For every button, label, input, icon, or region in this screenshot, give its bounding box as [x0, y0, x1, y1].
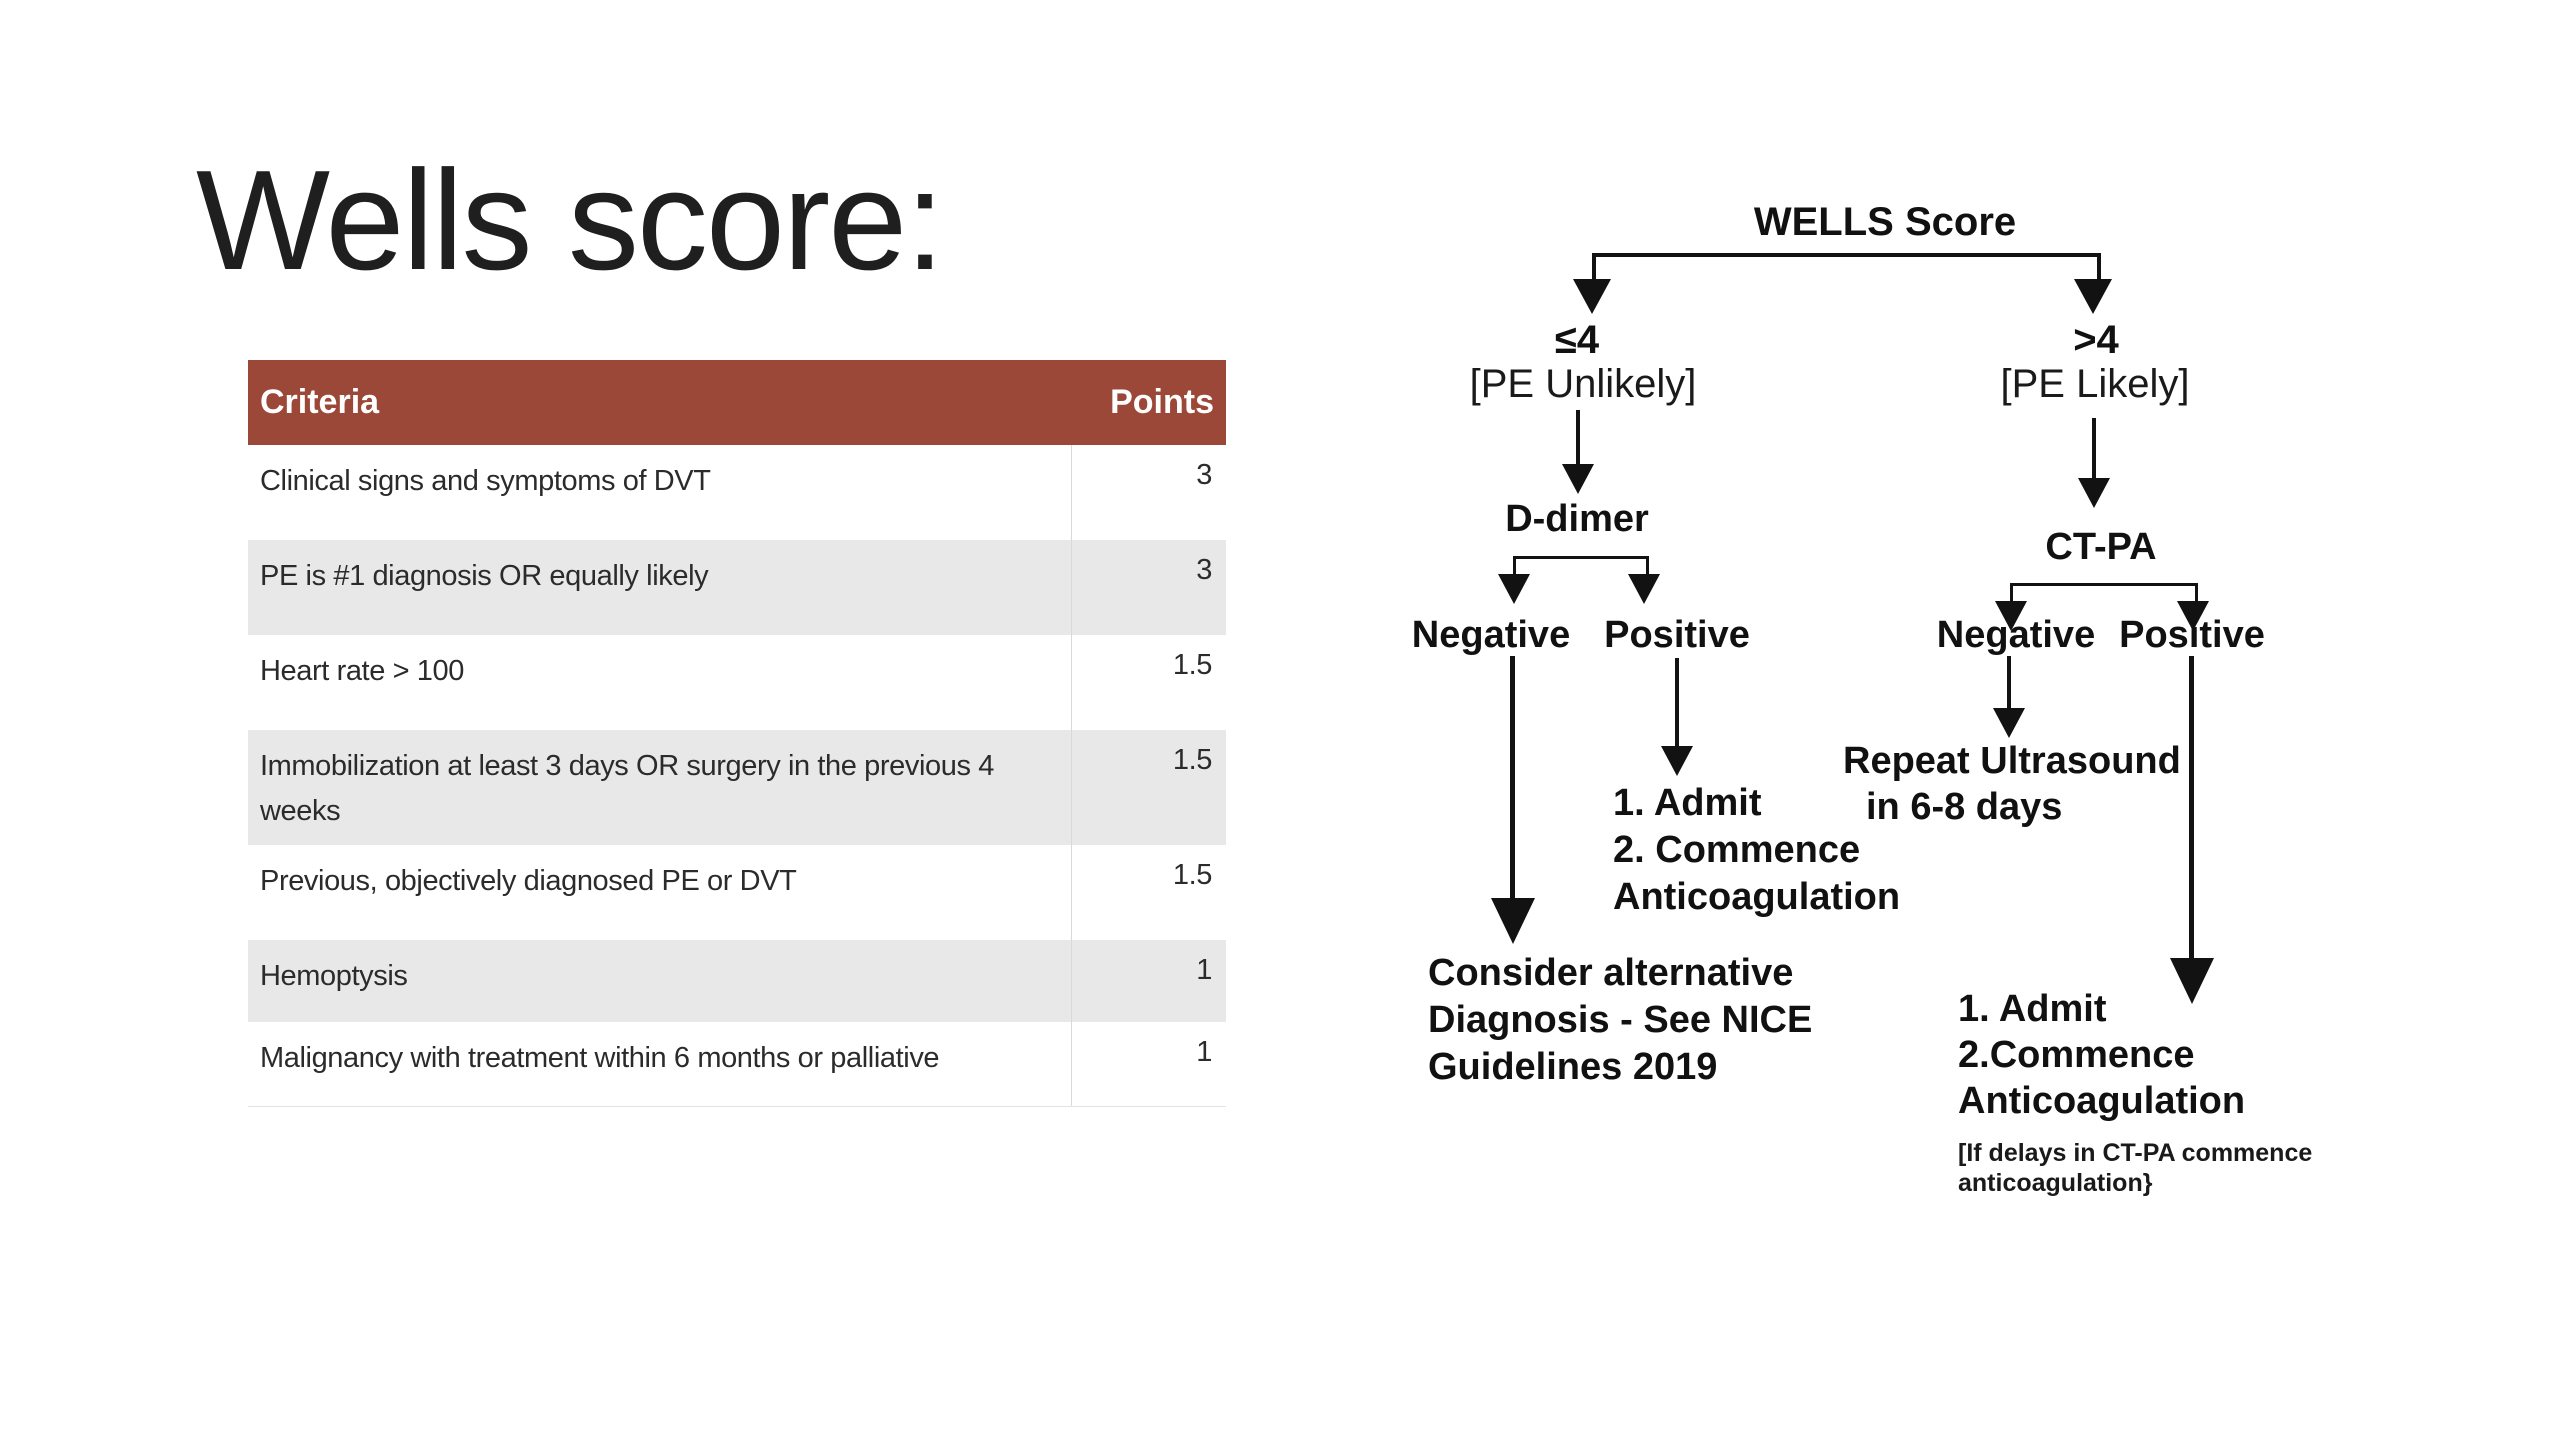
left-test-label: D-dimer	[1505, 498, 1649, 540]
left-score-label: ≤4	[1554, 318, 1600, 362]
outcome-line: 2.Commence	[1958, 1034, 2195, 1076]
criteria-cell: Heart rate > 100	[260, 655, 464, 687]
outcome-line: Guidelines 2019	[1428, 1046, 1718, 1088]
right-positive-label: Positive	[2119, 614, 2265, 656]
table-row: Hemoptysis 1	[248, 940, 1226, 1022]
arrow-down-icon	[1995, 601, 2027, 631]
left-positive-outcome: 1. Admit 2. Commence Anticoagulation	[1613, 780, 1900, 921]
connector-line	[1510, 656, 1515, 900]
criteria-cell: Hemoptysis	[260, 960, 408, 992]
table-row: Malignancy with treatment within 6 month…	[248, 1022, 1226, 1107]
left-negative-outcome: Consider alternative Diagnosis - See NIC…	[1428, 950, 1812, 1091]
criteria-cell: Clinical signs and symptoms of DVT	[260, 465, 711, 497]
main-split-connector	[1592, 253, 2101, 283]
arrow-down-icon	[1562, 464, 1594, 494]
right-likelihood-label: [PE Likely]	[2000, 362, 2190, 406]
arrow-down-icon	[1661, 746, 1693, 776]
note-line: [If delays in CT-PA commence	[1958, 1139, 2313, 1167]
arrow-down-icon	[2074, 279, 2112, 314]
left-likelihood-label: [PE Unlikely]	[1469, 362, 1697, 406]
right-positive-outcome: 1. Admit 2.Commence Anticoagulation	[1958, 986, 2245, 1124]
arrow-down-icon	[2078, 478, 2110, 508]
wells-criteria-table: Criteria Points Clinical signs and sympt…	[248, 360, 1226, 1107]
outcome-line: 2. Commence	[1613, 829, 1861, 871]
connector-line	[2092, 418, 2096, 480]
arrow-down-icon	[2170, 958, 2214, 1004]
page-title: Wells score:	[196, 141, 945, 300]
outcome-line: 1. Admit	[1958, 988, 2107, 1030]
connector-line	[2189, 656, 2194, 960]
outcome-line: Consider alternative	[1428, 952, 1794, 994]
criteria-cell: Previous, objectively diagnosed PE or DV…	[260, 865, 797, 897]
table-row: Previous, objectively diagnosed PE or DV…	[248, 845, 1226, 940]
ddimer-split-connector	[1513, 556, 1649, 579]
arrow-down-icon	[1573, 279, 1611, 314]
points-cell: 3	[1071, 445, 1226, 540]
right-negative-label: Negative	[1936, 614, 2096, 656]
note-line: anticoagulation}	[1958, 1169, 2153, 1197]
left-negative-label: Negative	[1411, 614, 1571, 656]
points-cell: 1.5	[1071, 730, 1226, 845]
arrow-down-icon	[2177, 601, 2209, 631]
criteria-cell: Malignancy with treatment within 6 month…	[260, 1042, 940, 1074]
arrow-down-icon	[1628, 574, 1660, 604]
points-cell: 1	[1071, 1022, 1226, 1106]
outcome-line: Anticoagulation	[1958, 1080, 2246, 1122]
column-header-points: Points	[1110, 383, 1214, 421]
table-row: Immobilization at least 3 days OR surger…	[248, 730, 1226, 845]
criteria-cell: PE is #1 diagnosis OR equally likely	[260, 560, 709, 592]
right-negative-outcome-line: Repeat Ultrasound	[1843, 740, 2181, 782]
right-test-label: CT-PA	[2045, 526, 2157, 568]
right-score-label: >4	[2073, 318, 2119, 362]
table-header-row: Criteria Points	[248, 360, 1226, 445]
outcome-line: 1. Admit	[1613, 782, 1762, 824]
table-row: Heart rate > 100 1.5	[248, 635, 1226, 730]
connector-line	[1576, 410, 1580, 468]
right-positive-note: [If delays in CT-PA commence anticoagula…	[1958, 1138, 2312, 1198]
connector-line	[2007, 656, 2011, 710]
connector-line	[1675, 658, 1679, 750]
arrow-down-icon	[1498, 574, 1530, 604]
column-header-criteria: Criteria	[260, 383, 380, 421]
ctpa-split-connector	[2010, 583, 2198, 604]
points-cell: 1.5	[1071, 845, 1226, 940]
table-row: PE is #1 diagnosis OR equally likely 3	[248, 540, 1226, 635]
flowchart-root-label: WELLS Score	[1753, 200, 2017, 244]
right-negative-outcome-line: in 6-8 days	[1866, 786, 2063, 828]
points-cell: 3	[1071, 540, 1226, 635]
points-cell: 1	[1071, 940, 1226, 1022]
table-row: Clinical signs and symptoms of DVT 3	[248, 445, 1226, 540]
left-positive-label: Positive	[1604, 614, 1750, 656]
arrow-down-icon	[1993, 708, 2025, 738]
criteria-cell: Immobilization at least 3 days OR surger…	[260, 750, 994, 827]
arrow-down-icon	[1491, 898, 1535, 944]
outcome-line: Diagnosis - See NICE	[1428, 999, 1813, 1041]
outcome-line: Anticoagulation	[1613, 876, 1901, 918]
points-cell: 1.5	[1071, 635, 1226, 730]
